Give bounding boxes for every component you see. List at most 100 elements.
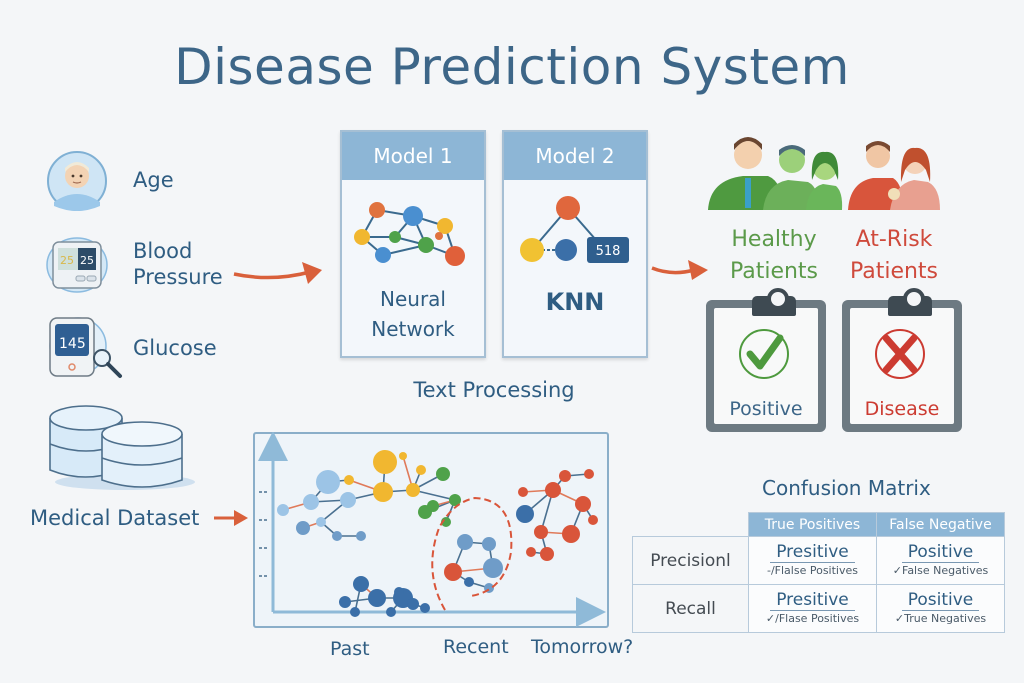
feature-label-age: Age bbox=[133, 168, 174, 192]
cluster-node bbox=[406, 483, 420, 497]
matrix-cell: Positive ✓False Negatives bbox=[876, 536, 1005, 585]
page-title: Disease Prediction System bbox=[174, 38, 850, 96]
confusion-matrix-table: True Positives False Negative Precisionl… bbox=[632, 512, 1005, 633]
clipboard-disease[interactable]: Disease bbox=[842, 288, 962, 432]
cluster-node bbox=[296, 521, 310, 535]
cross-mark-icon bbox=[875, 329, 925, 379]
clipboard-label: Positive bbox=[729, 398, 803, 420]
cluster-node bbox=[534, 525, 548, 539]
cluster-node bbox=[316, 470, 340, 494]
confusion-matrix-title: Confusion Matrix bbox=[762, 476, 931, 500]
model-card-neural-network[interactable]: Model 1 Neural Network bbox=[340, 130, 486, 358]
row-header: Recall bbox=[632, 584, 749, 633]
column-header: False Negative bbox=[876, 512, 1005, 537]
cluster-node bbox=[332, 531, 342, 541]
model-card-knn[interactable]: Model 2 518 KNN bbox=[502, 130, 648, 358]
cluster-node bbox=[407, 598, 419, 610]
healthy-patients-group-icon bbox=[708, 137, 843, 210]
outcome-label-line: Healthy bbox=[731, 227, 817, 252]
matrix-cell: Presitive -/Flalse Positives bbox=[748, 536, 877, 585]
at-risk-patients-group-icon bbox=[848, 141, 940, 210]
cluster-node bbox=[373, 450, 397, 474]
matrix-cell: Presitive ✓/Flase Positives bbox=[748, 584, 877, 633]
knn-graph-icon: 518 bbox=[520, 196, 629, 263]
model-header: Model 2 bbox=[504, 132, 646, 180]
cluster-node bbox=[482, 537, 496, 551]
cluster-node bbox=[356, 531, 366, 541]
cluster-node bbox=[483, 558, 503, 578]
feature-label-blood-pressure: Blood Pressure bbox=[133, 238, 223, 290]
outcome-label-line: Patients bbox=[729, 259, 819, 284]
cluster-node bbox=[386, 607, 396, 617]
x-label-recent: Recent bbox=[443, 636, 509, 658]
arrow-right-icon bbox=[651, 260, 708, 280]
cluster-node bbox=[340, 492, 356, 508]
feature-label-glucose: Glucose bbox=[133, 336, 217, 360]
cluster-node bbox=[464, 577, 474, 587]
model-name-line: Network bbox=[371, 317, 455, 341]
table-row: Recall Presitive ✓/Flase Positives Posit… bbox=[632, 584, 1005, 633]
knn-badge: 518 bbox=[596, 244, 621, 259]
cluster-node bbox=[436, 467, 450, 481]
cluster-node bbox=[444, 563, 462, 581]
cluster-node bbox=[584, 469, 594, 479]
cluster-node bbox=[353, 576, 369, 592]
cell-sub-text: -/Flalse Positives bbox=[767, 564, 858, 577]
cluster-node bbox=[545, 482, 561, 498]
clipboard-label: Disease bbox=[864, 398, 940, 420]
model-header: Model 1 bbox=[342, 132, 484, 180]
model-name-line: KNN bbox=[545, 288, 605, 316]
cluster-node bbox=[518, 487, 528, 497]
arrow-right-icon bbox=[214, 510, 248, 526]
arrow-right-icon bbox=[233, 262, 322, 284]
bp-reading-right: 25 bbox=[80, 254, 94, 267]
cluster-node bbox=[394, 587, 404, 597]
clipboard-paper: Positive bbox=[714, 288, 818, 424]
x-label-tomorrow: Tomorrow? bbox=[531, 636, 634, 658]
models-caption: Text Processing bbox=[413, 378, 575, 402]
cluster-node bbox=[344, 475, 354, 485]
column-header: True Positives bbox=[748, 512, 877, 537]
cluster-node bbox=[373, 482, 393, 502]
cell-main-text: Presitive bbox=[770, 542, 855, 563]
x-label-past: Past bbox=[330, 638, 370, 660]
cell-sub-text: ✓True Negatives bbox=[894, 612, 987, 625]
cluster-node bbox=[449, 494, 461, 506]
blood-pressure-monitor-icon: 25 25 bbox=[46, 237, 108, 293]
cluster-node bbox=[339, 596, 351, 608]
cluster-timeline-plot bbox=[258, 432, 606, 627]
feature-age bbox=[46, 150, 108, 216]
database-icon bbox=[49, 405, 195, 490]
cluster-node bbox=[416, 465, 426, 475]
cell-sub-text: ✓/Flase Positives bbox=[765, 612, 860, 625]
matrix-cell: Positive ✓True Negatives bbox=[876, 584, 1005, 633]
cluster-node bbox=[526, 547, 536, 557]
cluster-node bbox=[562, 525, 580, 543]
clipboard-clip-icon bbox=[888, 288, 932, 316]
outcome-label-line: At-Risk bbox=[855, 227, 933, 252]
cluster-node bbox=[277, 504, 289, 516]
feature-blood-pressure: 25 25 bbox=[46, 236, 108, 298]
model-name: Neural Network bbox=[342, 284, 484, 344]
table-row: Precisionl Presitive -/Flalse Positives … bbox=[632, 536, 1005, 585]
row-header: Precisionl bbox=[632, 536, 749, 585]
glucose-meter-icon: 145 bbox=[49, 317, 122, 378]
clipboard-clip-icon bbox=[752, 288, 796, 316]
bp-reading-left: 25 bbox=[60, 254, 74, 267]
glucose-reading: 145 bbox=[59, 336, 86, 352]
patient-avatar-icon bbox=[47, 151, 107, 211]
outcome-label-healthy: Healthy Patients bbox=[712, 224, 836, 288]
timeline-panel bbox=[253, 432, 609, 628]
clipboard-paper: Disease bbox=[850, 288, 954, 424]
cell-main-text: Positive bbox=[901, 542, 980, 563]
cluster-node bbox=[575, 496, 591, 512]
cell-main-text: Positive bbox=[901, 590, 980, 611]
prediction-boundary bbox=[431, 496, 513, 611]
label-line: Pressure bbox=[133, 265, 223, 289]
cell-main-text: Presitive bbox=[770, 590, 855, 611]
cluster-edge bbox=[412, 489, 456, 501]
clipboard-positive[interactable]: Positive bbox=[706, 288, 826, 432]
cluster-node bbox=[420, 603, 430, 613]
feature-glucose: 145 bbox=[46, 316, 124, 384]
cluster-node bbox=[303, 494, 319, 510]
